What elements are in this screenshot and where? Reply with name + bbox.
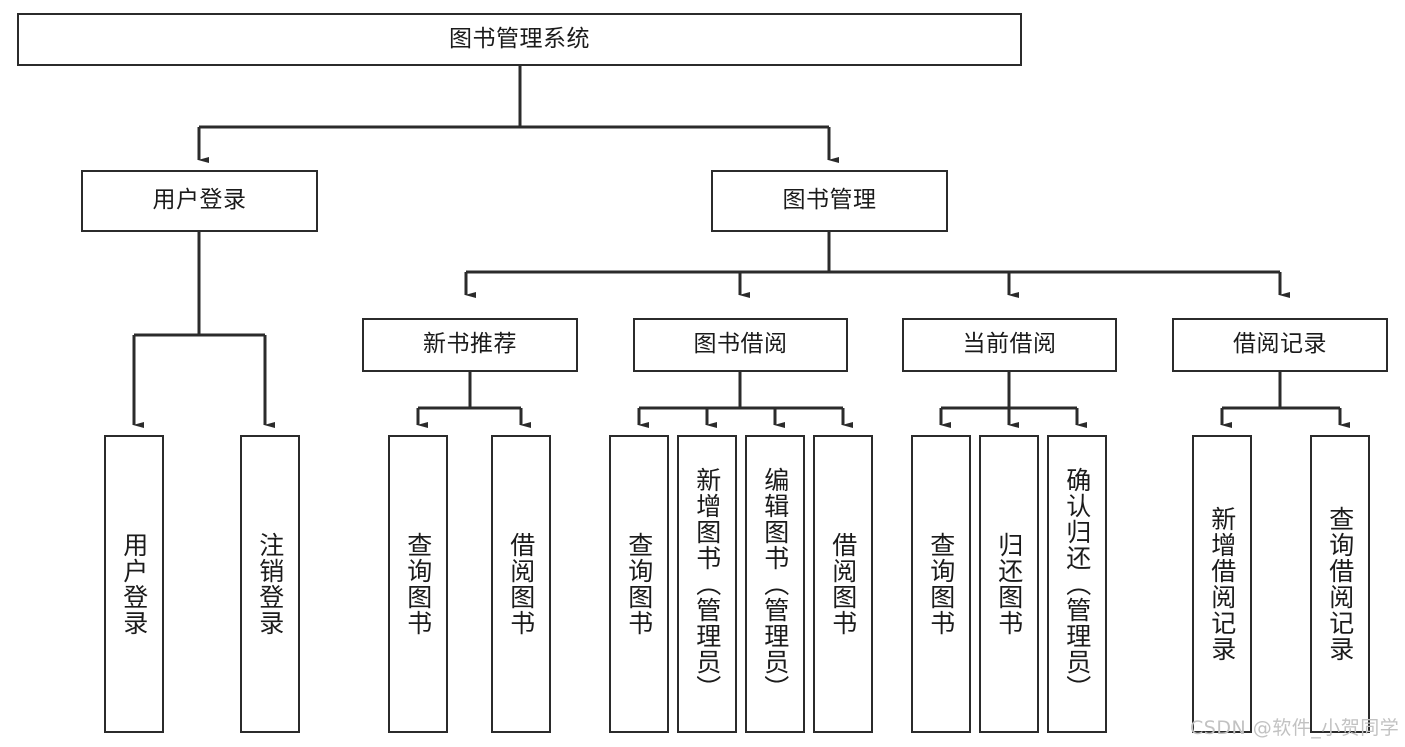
leaf-edit-book-admin-label: 编辑图书（管理员） [760, 467, 790, 701]
leaf-query-book-borrow-label: 查询图书 [624, 532, 654, 636]
leaf-query-book-borrow[interactable]: 查询图书 [609, 435, 669, 733]
leaf-borrow-book-recommend[interactable]: 借阅图书 [491, 435, 551, 733]
leaf-borrow-book-recommend-label: 借阅图书 [506, 532, 536, 636]
leaf-borrow-book[interactable]: 借阅图书 [813, 435, 873, 733]
leaf-add-borrow-record[interactable]: 新增借阅记录 [1192, 435, 1252, 733]
leaf-query-book-recommend-label: 查询图书 [403, 532, 433, 636]
leaf-query-borrow-record-label: 查询借阅记录 [1325, 506, 1355, 662]
node-borrow-records-label: 借阅记录 [1233, 331, 1327, 358]
leaf-return-book-label: 归还图书 [994, 532, 1024, 636]
leaf-query-book-recommend[interactable]: 查询图书 [388, 435, 448, 733]
node-current-borrow-label: 当前借阅 [962, 331, 1057, 358]
leaf-query-book-current-label: 查询图书 [926, 532, 956, 636]
node-current-borrow[interactable]: 当前借阅 [902, 318, 1117, 372]
leaf-return-book[interactable]: 归还图书 [979, 435, 1039, 733]
leaf-edit-book-admin[interactable]: 编辑图书（管理员） [745, 435, 805, 733]
node-book-borrow[interactable]: 图书借阅 [633, 318, 848, 372]
watermark-text: CSDN @软件_小贺同学 [1190, 717, 1400, 739]
node-new-book-recommend[interactable]: 新书推荐 [362, 318, 578, 372]
leaf-query-borrow-record[interactable]: 查询借阅记录 [1310, 435, 1370, 733]
node-root-label: 图书管理系统 [449, 25, 590, 52]
leaf-confirm-return-admin[interactable]: 确认归还（管理员） [1047, 435, 1107, 733]
leaf-confirm-return-admin-label: 确认归还（管理员） [1062, 467, 1092, 701]
leaf-add-book-admin-label: 新增图书（管理员） [692, 467, 722, 701]
node-user-login[interactable]: 用户登录 [81, 170, 318, 232]
leaf-logout[interactable]: 注销登录 [240, 435, 300, 733]
node-user-login-label: 用户登录 [152, 187, 247, 214]
node-book-management-label: 图书管理 [782, 187, 877, 214]
leaf-borrow-book-label: 借阅图书 [828, 532, 858, 636]
node-book-borrow-label: 图书借阅 [693, 331, 788, 358]
leaf-logout-label: 注销登录 [255, 532, 285, 636]
leaf-add-book-admin[interactable]: 新增图书（管理员） [677, 435, 737, 733]
node-book-management[interactable]: 图书管理 [711, 170, 948, 232]
node-borrow-records[interactable]: 借阅记录 [1172, 318, 1388, 372]
node-new-book-recommend-label: 新书推荐 [423, 331, 517, 358]
leaf-query-book-current[interactable]: 查询图书 [911, 435, 971, 733]
leaf-add-borrow-record-label: 新增借阅记录 [1207, 506, 1237, 662]
node-root[interactable]: 图书管理系统 [17, 13, 1022, 66]
leaf-user-login-label: 用户登录 [119, 532, 149, 636]
leaf-user-login[interactable]: 用户登录 [104, 435, 164, 733]
